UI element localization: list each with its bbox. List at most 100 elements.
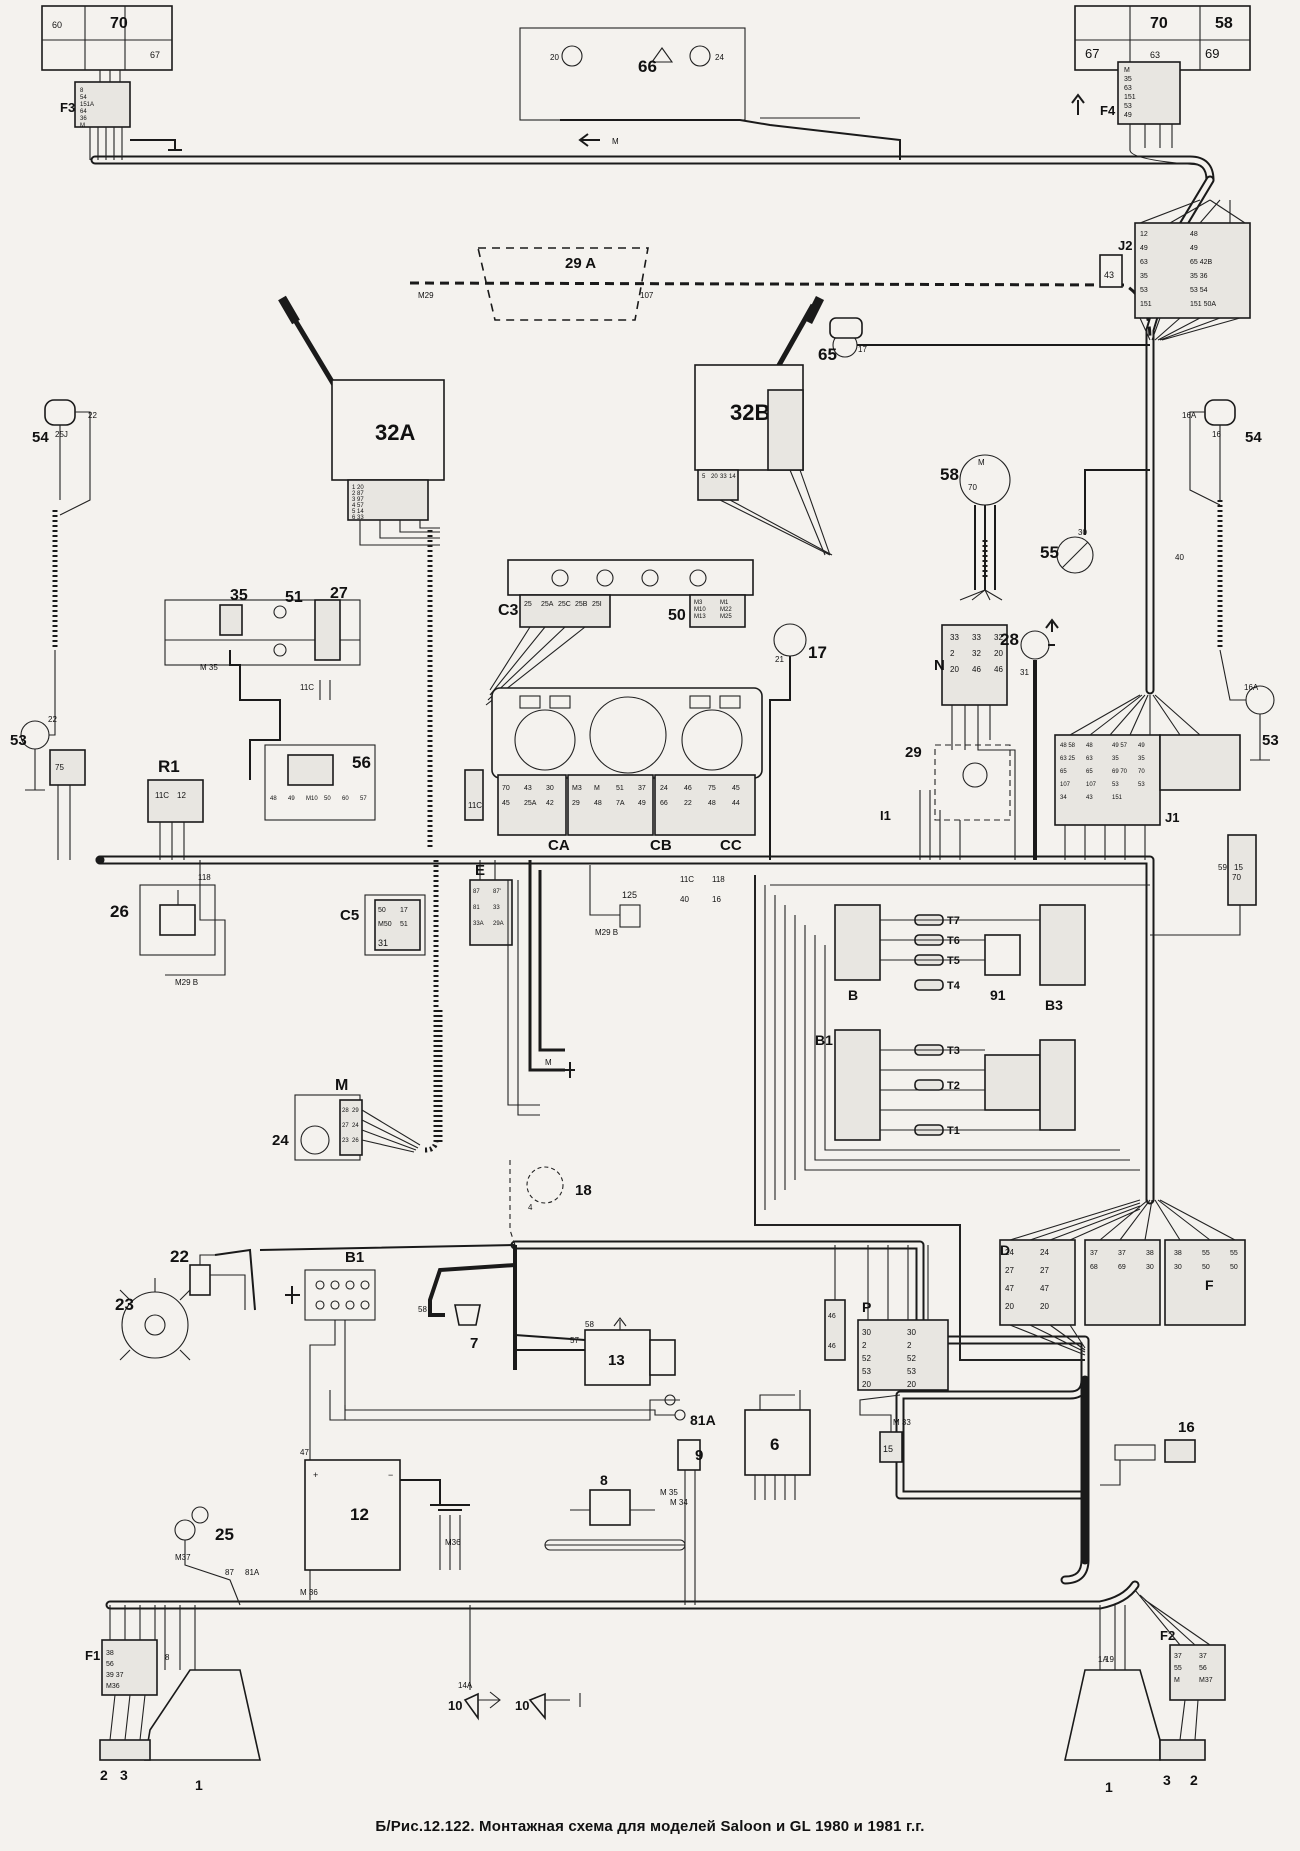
pin-code: 24 [1005,1248,1014,1257]
pin-code: 25A [541,601,554,608]
pin-code: 50 [324,796,331,802]
wire-code: 40 [680,895,689,904]
pin-code: 20 [862,1380,871,1389]
pin-code: 17 [400,907,408,914]
wire-code: 16 [1212,430,1221,439]
component-54-left: 54 22 25J [32,399,97,516]
pin-code: 55 [1230,1250,1238,1257]
pin-code: 49 57 [1112,743,1128,749]
b3-label: B3 [1045,997,1063,1013]
pin-code: 35 [1124,76,1132,83]
wire-code: 14A [458,1681,473,1690]
wire-code: 107 [640,291,654,300]
f-label: F [1205,1277,1214,1293]
pin-code: 151 50A [1190,301,1216,308]
pin-code: M22 [720,607,732,613]
pin-code: 45 [732,785,740,792]
component-54-right: 54 16A 16 [1182,399,1262,506]
component-65-label: 65 [818,345,837,364]
c50-label: 50 [668,607,686,624]
b1-lower-block: B1 [285,1249,376,1600]
pin-code: 2 [862,1341,867,1350]
pin-code: 87 [473,889,480,895]
pin-code: 81 [473,905,480,911]
wire-code: 118 [712,875,725,884]
pin-code: M25 [720,614,732,620]
component-27-label: 27 [330,585,348,602]
m-label: M [335,1077,348,1094]
wire-code: M29 B [595,928,618,937]
component-28: 28 31 [1000,618,1059,860]
pin-code: 12 [1140,231,1148,238]
wire-code: M 35 [660,1488,678,1497]
pin-code: 37 [1118,1250,1126,1257]
pin-code: 37 [1174,1653,1182,1660]
lamp-code: 58 [1215,15,1233,32]
pin-code: 36 [80,116,87,122]
pin-code: M1 [720,600,729,606]
fuse-t5-label: T5 [947,955,960,967]
fuse-t2-label: T2 [947,1080,960,1092]
pin-code: 30 [1146,1264,1154,1271]
component-13: 13 58 57 [329,1317,680,1421]
number-2-left: 2 [100,1767,108,1783]
pin-code: 24 [1040,1248,1049,1257]
component-55: 55 30 [1040,469,1150,574]
wire-code: 58 [418,1305,427,1314]
component-9-label: 9 [695,1447,703,1464]
wire-code: 22 [88,411,97,420]
pin-code: 87' [493,889,501,895]
pin-code: M10 [694,607,706,613]
pin-code: 55 [1174,1665,1182,1672]
pin-code: 44 [732,800,740,807]
pin-code: 56 [1199,1665,1207,1672]
number-1-left: 1 [195,1777,203,1793]
component-10-right: 10 [515,1692,581,1721]
pin-code: 11C [155,791,169,800]
pin-code: 49 [1140,245,1148,252]
pin-code: 42 [546,800,554,807]
wire-code: M 33 [893,1418,911,1427]
pin-code: 49 [1138,743,1145,749]
headlamp-left: 8 2 3 1 [99,1605,261,1793]
component-66-label: 66 [638,57,657,76]
pin-code: 68 [1090,1264,1098,1271]
pin-code: 30 [1174,1264,1182,1271]
pin-code: 65 42B [1190,259,1213,266]
component-29a-label: 29 A [565,255,596,272]
pin-code: 50 [378,907,386,914]
pin-code: 151 [1140,301,1152,308]
component-125: 125 M29 B 11C 118 [589,865,725,937]
b1-label: B1 [815,1032,833,1048]
component-29-label: 29 [905,744,922,761]
wire-code: 1A [1098,1655,1108,1664]
wire-code: M36 [445,1538,461,1547]
pin-code: M [1174,1677,1180,1684]
component-32a-label: 32A [375,420,415,445]
pin-code: M3 [694,600,703,606]
wire-code: 58 [585,1320,594,1329]
lamp-code: 70 [1150,15,1168,32]
c3-label: C3 [498,602,519,619]
pin-code: 66 [660,800,668,807]
pin-code: 151 [1112,795,1123,801]
pin-code: 38 [1174,1250,1182,1257]
pin-code: 63 [1124,85,1132,92]
component-8-label: 8 [600,1472,608,1488]
pin-code: 46 [684,785,692,792]
component-53-left: 53 22 75 [10,650,86,860]
pin-code: 32 [972,649,981,658]
pin-code: 30 [546,785,554,792]
component-10-left-label: 10 [448,1698,462,1713]
pin-code: 39 37 [106,1672,124,1679]
pin-code: 22 [684,800,692,807]
pin-code: 65 [1060,769,1067,775]
wire-code: M [545,1058,552,1067]
pin-code: 48 [594,800,602,807]
